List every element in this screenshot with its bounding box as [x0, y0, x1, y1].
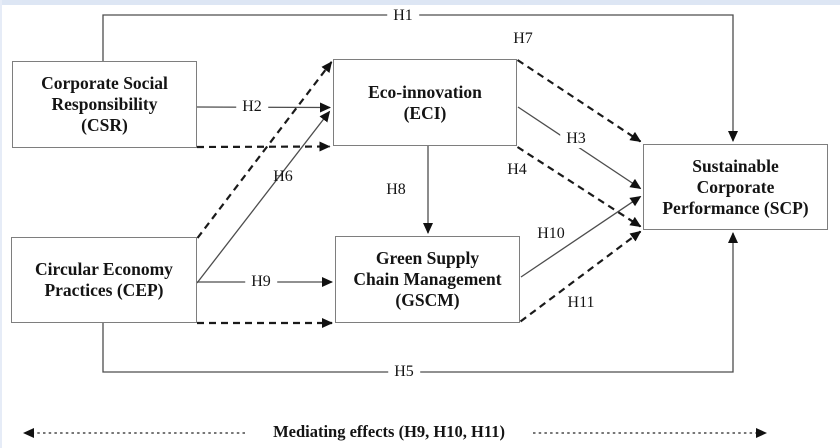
node-eci-line1: Eco-innovation	[368, 81, 482, 102]
label-h9: H9	[245, 273, 277, 291]
node-scp-line2: Corporate	[696, 176, 775, 197]
edge-dashed-csr-to-eci	[196, 141, 331, 152]
edge-h11-gscm-to-scp-dashed	[519, 230, 642, 323]
node-gscm: Green Supply Chain Management (GSCM)	[335, 236, 520, 323]
node-cep-line1: Circular Economy	[35, 259, 173, 279]
label-h10: H10	[537, 225, 565, 242]
page-edge-tint-left	[0, 0, 2, 448]
edge-h6-cep-to-eci	[196, 110, 331, 284]
node-cep-line2: Practices (CEP)	[44, 280, 164, 300]
label-h1: H1	[387, 7, 419, 25]
label-h2: H2	[236, 98, 268, 116]
node-scp-line3: Performance (SCP)	[662, 197, 809, 218]
edge-h10-gscm-to-scp	[520, 195, 642, 278]
label-h6: H6	[273, 168, 293, 185]
node-csr-line1: Corporate Social	[41, 73, 168, 93]
node-scp: Sustainable Corporate Performance (SCP)	[643, 144, 828, 230]
label-h8: H8	[386, 181, 406, 198]
label-h3: H3	[560, 130, 592, 148]
page-edge-tint-top	[0, 0, 840, 5]
node-eci: Eco-innovation (ECI)	[333, 59, 517, 146]
edge-dashed-cep-to-eci	[196, 61, 333, 239]
node-csr: Corporate Social Responsibility (CSR)	[12, 61, 197, 148]
node-gscm-line1: Green Supply	[375, 248, 480, 268]
label-h11: H11	[567, 294, 595, 311]
node-eci-line2: (ECI)	[403, 102, 447, 123]
node-scp-line1: Sustainable	[692, 155, 779, 176]
node-gscm-line3: (GSCM)	[395, 290, 460, 310]
node-gscm-line2: Chain Management	[353, 269, 502, 289]
node-csr-line3: (CSR)	[81, 115, 128, 135]
label-h7: H7	[513, 30, 533, 47]
node-cep: Circular Economy Practices (CEP)	[11, 237, 197, 323]
legend-mediating-effects-label: Mediating effects (H9, H10, H11)	[263, 422, 515, 442]
label-h4: H4	[507, 161, 527, 178]
node-csr-line2: Responsibility	[51, 94, 158, 114]
edge-h7-eci-to-scp-dashed	[516, 59, 642, 143]
edge-h4-eci-to-scp-dashed	[516, 146, 642, 228]
label-h5: H5	[388, 363, 420, 381]
